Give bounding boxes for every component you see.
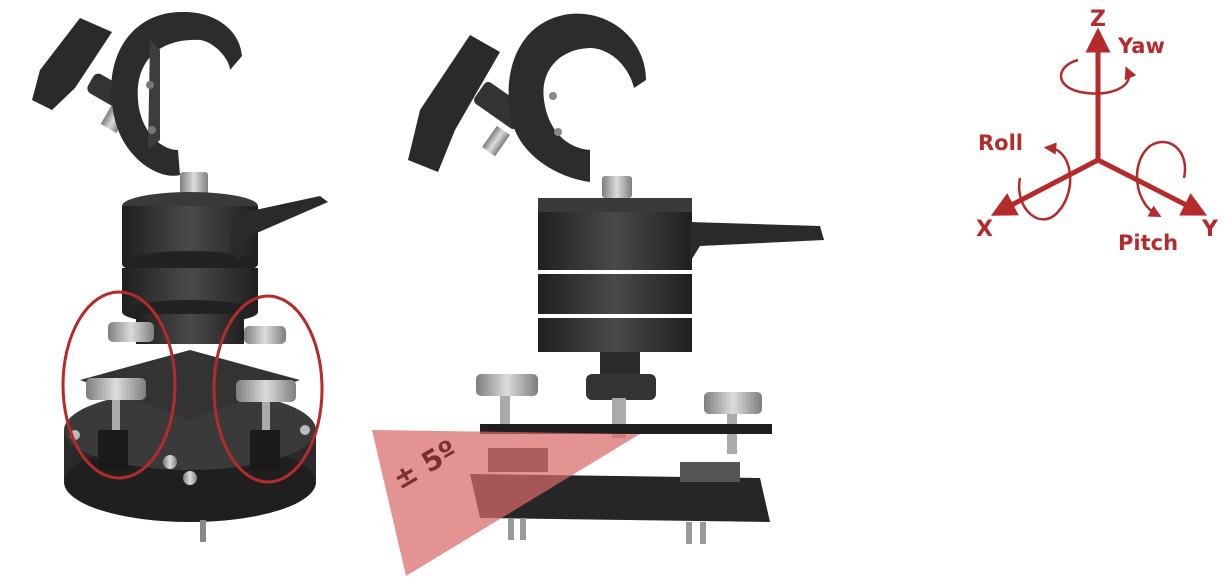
axis-diagram: Z Yaw Roll X Y Pitch — [976, 7, 1219, 255]
center-bolt-side — [602, 176, 632, 198]
lever-handle-side — [690, 222, 824, 262]
roll-rotation-arrow — [1019, 148, 1070, 219]
pitch-label: Pitch — [1118, 231, 1178, 255]
yaw-label: Yaw — [1117, 34, 1165, 58]
x-axis-label: X — [976, 217, 993, 242]
center-mount-assembly: ± 5º — [372, 14, 824, 576]
c-clamp — [111, 12, 242, 176]
disc-stack-side — [538, 198, 692, 400]
z-axis-label: Z — [1090, 7, 1106, 32]
clamp-pivot-1 — [549, 92, 557, 100]
left-mount-assembly — [32, 12, 328, 542]
yaw-rotation-arrow — [1061, 60, 1129, 94]
roll-label: Roll — [978, 131, 1023, 155]
c-clamp-side — [509, 14, 646, 182]
y-axis-arrow — [1098, 160, 1196, 210]
y-axis-label: Y — [1201, 217, 1219, 242]
x-axis-arrow — [1002, 160, 1098, 210]
clamp-pivot-2 — [554, 128, 562, 136]
